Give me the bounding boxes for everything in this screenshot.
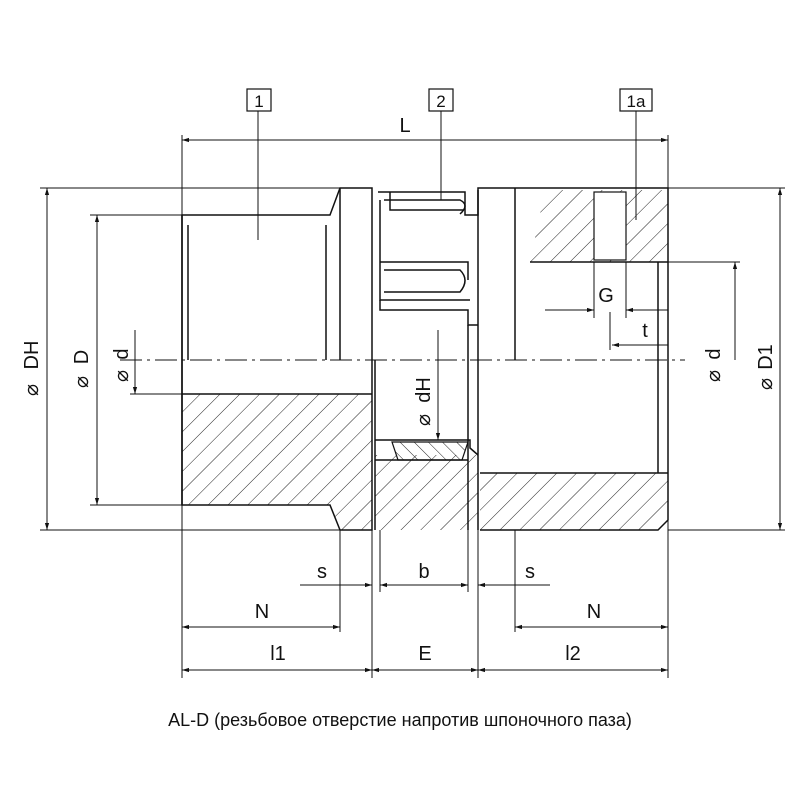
label-DH: DH xyxy=(21,341,43,370)
dimension-lines xyxy=(44,137,783,673)
callout-box-1 xyxy=(246,88,272,112)
diameter-symbol-DH: ⌀ xyxy=(21,384,43,396)
diameter-symbol-d-right: ⌀ xyxy=(703,370,725,382)
label-s-left: s xyxy=(317,561,327,583)
label-dH: dH xyxy=(413,377,435,403)
label-t: t xyxy=(642,320,648,342)
label-D1: D1 xyxy=(755,344,777,370)
dimension-labels: L G t s b s N N l1 E l2 ⌀ DH ⌀ D ⌀ d ⌀ d… xyxy=(21,115,777,665)
diameter-symbol-d-left: ⌀ xyxy=(111,370,133,382)
label-N-left: N xyxy=(255,601,269,623)
label-E: E xyxy=(418,643,431,665)
diameter-symbol-D: ⌀ xyxy=(71,376,93,388)
callout-1: 1 xyxy=(254,92,263,111)
label-l2: l2 xyxy=(565,643,581,665)
label-D: D xyxy=(71,350,93,364)
drawing-caption: AL-D (резьбовое отверстие напротив шпоно… xyxy=(168,710,632,730)
label-d-right: d xyxy=(703,348,725,359)
part-outlines xyxy=(181,187,669,531)
part-callouts: 1 2 1a xyxy=(246,88,653,240)
diameter-symbol-D1: ⌀ xyxy=(755,378,777,390)
label-b: b xyxy=(418,561,429,583)
label-N-right: N xyxy=(587,601,601,623)
label-s-right: s xyxy=(525,561,535,583)
extension-lines xyxy=(40,135,785,678)
callout-2: 2 xyxy=(436,92,445,111)
label-L: L xyxy=(399,115,410,137)
diameter-symbol-dH: ⌀ xyxy=(413,414,435,426)
callout-box-2 xyxy=(428,88,454,112)
label-d-left: d xyxy=(111,348,133,359)
section-hatching xyxy=(182,190,668,530)
label-G: G xyxy=(598,285,614,307)
callout-box-1a xyxy=(619,88,653,112)
label-l1: l1 xyxy=(270,643,286,665)
callout-1a: 1a xyxy=(627,92,646,111)
